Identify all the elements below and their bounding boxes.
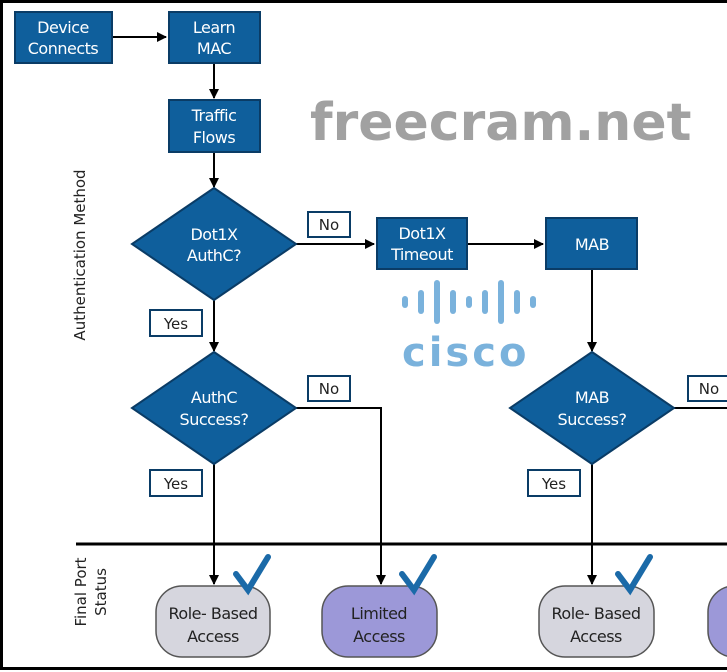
svg-text:No: No — [699, 380, 719, 398]
svg-text:MAC: MAC — [197, 39, 231, 58]
decision-dot1x-authc: Dot1X AuthC? — [130, 186, 298, 302]
svg-text:AuthC?: AuthC? — [187, 246, 241, 265]
svg-text:Role- Based: Role- Based — [169, 604, 258, 623]
svg-text:Traffic: Traffic — [191, 106, 237, 125]
svg-text:Success?: Success? — [558, 410, 627, 429]
outcome-mab-limited-access-partial — [707, 586, 727, 657]
edge-label-authc-no: No — [307, 375, 351, 402]
svg-text:Flows: Flows — [193, 128, 236, 147]
final-port-status-label-line2: Status — [92, 568, 110, 616]
cisco-logo-watermark: cisco — [402, 280, 536, 376]
svg-text:Access: Access — [187, 627, 239, 646]
svg-text:Timeout: Timeout — [390, 245, 453, 264]
svg-text:Connects: Connects — [28, 39, 99, 58]
svg-text:MAB: MAB — [575, 235, 609, 254]
svg-text:Dot1X: Dot1X — [398, 224, 446, 243]
checkmark-icon — [233, 554, 271, 596]
outcome-authc-limited-access: Limited Access — [321, 554, 438, 658]
node-traffic-flows: Traffic Flows — [168, 99, 261, 153]
svg-text:Success?: Success? — [180, 410, 249, 429]
edge-label-dot1x-yes: Yes — [149, 309, 203, 337]
authentication-method-label: Authentication Method — [71, 169, 89, 340]
svg-text:Learn: Learn — [193, 18, 235, 37]
svg-text:Access: Access — [570, 627, 622, 646]
node-mab: MAB — [545, 217, 638, 270]
svg-text:Device: Device — [37, 18, 89, 37]
svg-text:cisco: cisco — [402, 330, 529, 376]
decision-authc-success: AuthC Success? — [130, 350, 298, 466]
node-device-connects: Device Connects — [14, 11, 113, 64]
checkmark-icon — [615, 554, 653, 596]
svg-text:Limited: Limited — [351, 604, 407, 623]
svg-text:Dot1X: Dot1X — [190, 225, 238, 244]
node-dot1x-timeout: Dot1X Timeout — [376, 217, 468, 270]
outcome-authc-role-based-access: Role- Based Access — [155, 554, 271, 658]
svg-text:AuthC: AuthC — [191, 388, 238, 407]
outcome-mab-role-based-access: Role- Based Access — [538, 554, 655, 658]
svg-text:Role- Based: Role- Based — [552, 604, 641, 623]
edge-label-authc-yes: Yes — [149, 469, 203, 497]
edge-label-mab-yes: Yes — [527, 469, 581, 497]
edge-label-mab-no: No — [687, 375, 727, 402]
final-port-status-label-line1: Final Port — [72, 557, 90, 626]
svg-text:MAB: MAB — [575, 388, 609, 407]
svg-text:Access: Access — [353, 627, 405, 646]
site-watermark: freecram.net — [310, 93, 691, 153]
checkmark-icon — [399, 554, 437, 596]
svg-text:Yes: Yes — [163, 475, 188, 493]
svg-text:Yes: Yes — [541, 475, 566, 493]
svg-text:No: No — [319, 216, 339, 234]
edge-label-dot1x-no: No — [307, 211, 351, 238]
svg-text:No: No — [319, 380, 339, 398]
node-learn-mac: Learn MAC — [168, 11, 261, 64]
svg-text:Yes: Yes — [163, 315, 188, 333]
connectors — [76, 32, 727, 585]
decision-mab-success: MAB Success? — [508, 350, 676, 466]
